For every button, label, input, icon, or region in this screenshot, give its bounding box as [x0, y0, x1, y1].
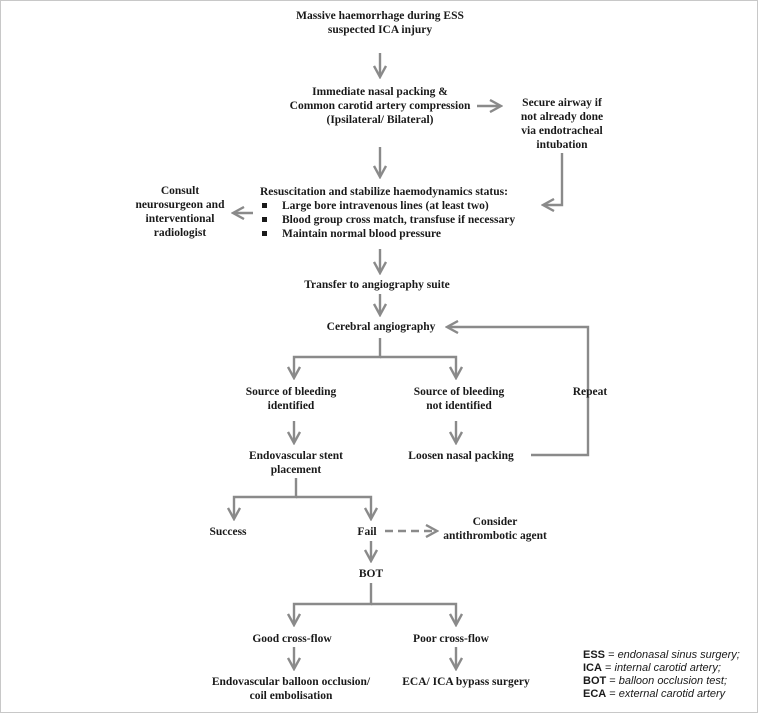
- legend-abbr: BOT: [583, 675, 607, 687]
- node-source-identified-line: identified: [267, 400, 315, 412]
- legend-def: internal carotid artery;: [614, 662, 721, 674]
- node-fail: Fail: [357, 526, 377, 538]
- legend-abbr: ESS: [583, 649, 606, 661]
- node-start-line: suspected ICA injury: [327, 24, 433, 36]
- legend-abbr: ECA: [583, 688, 607, 700]
- node-consult-line: neurosurgeon and: [135, 199, 225, 211]
- node-source-not-identified-line: not identified: [426, 400, 492, 412]
- node-airway-line: intubation: [536, 139, 588, 151]
- node-consult: Consult neurosurgeon and interventional …: [136, 184, 225, 240]
- node-consult-line: radiologist: [153, 227, 207, 239]
- legend-def: endonasal sinus surgery;: [617, 649, 740, 661]
- node-start: Massive haemorrhage during ESS suspected…: [296, 9, 464, 37]
- node-packing-line: (Ipsilateral/ Bilateral): [326, 114, 434, 126]
- node-resuscitation: Resuscitation and stabilize haemodynamic…: [260, 185, 515, 241]
- label-repeat: Repeat: [572, 386, 608, 398]
- resuscitation-item: Large bore intravenous lines (at least t…: [260, 199, 515, 213]
- resuscitation-item: Maintain normal blood pressure: [260, 227, 515, 241]
- node-bypass-surgery: ECA/ ICA bypass surgery: [402, 676, 530, 688]
- arrow-bot-to-poor: [371, 602, 456, 625]
- node-airway-line: via endotracheal: [521, 125, 603, 137]
- arrow-stent-to-success: [234, 478, 298, 519]
- node-resuscitation-title: Resuscitation and stabilize haemodynamic…: [260, 186, 508, 198]
- node-success: Success: [209, 526, 247, 538]
- resuscitation-list: Large bore intravenous lines (at least t…: [260, 199, 515, 241]
- resuscitation-item: Blood group cross match, transfuse if ne…: [260, 213, 515, 227]
- node-balloon-occlusion: Endovascular balloon occlusion/ coil emb…: [212, 675, 370, 703]
- node-stent-placement: Endovascular stent placement: [249, 449, 343, 477]
- node-packing-line: Common carotid artery compression: [289, 100, 471, 112]
- node-loosen-packing: Loosen nasal packing: [408, 450, 514, 462]
- legend-def: external carotid artery: [618, 688, 726, 700]
- node-source-not-identified: Source of bleeding not identified: [414, 385, 505, 413]
- arrow-angiography-to-not-identified: [380, 355, 456, 378]
- node-balloon-occlusion-line: Endovascular balloon occlusion/: [211, 676, 371, 688]
- node-balloon-occlusion-line: coil embolisation: [249, 690, 333, 702]
- node-packing: Immediate nasal packing & Common carotid…: [290, 85, 471, 127]
- node-airway-line: Secure airway if: [522, 97, 602, 109]
- node-antithrombotic-line: Consider: [472, 516, 518, 528]
- legend-def: balloon occlusion test;: [618, 675, 728, 687]
- node-antithrombotic-line: antithrombotic agent: [443, 530, 547, 542]
- arrow-stent-to-fail: [296, 495, 371, 519]
- node-packing-line: Immediate nasal packing &: [312, 86, 448, 98]
- node-antithrombotic: Consider antithrombotic agent: [443, 515, 547, 543]
- abbreviation-legend: ESS = endonasal sinus surgery; ICA = int…: [583, 649, 740, 701]
- arrow-repeat-loop: [447, 327, 590, 457]
- node-bot: BOT: [358, 568, 384, 580]
- node-source-identified: Source of bleeding identified: [246, 385, 337, 413]
- node-airway-line: not already done: [520, 111, 604, 123]
- node-start-line: Massive haemorrhage during ESS: [296, 10, 464, 22]
- arrow-airway-to-resus: [543, 153, 564, 205]
- node-consult-line: Consult: [160, 185, 200, 197]
- node-good-cross-flow: Good cross-flow: [252, 633, 332, 645]
- arrow-bot-to-good: [294, 583, 373, 625]
- legend-entry: ECA = external carotid artery: [583, 688, 726, 700]
- node-airway: Secure airway if not already done via en…: [521, 96, 603, 152]
- node-consult-line: interventional: [145, 213, 215, 225]
- node-source-not-identified-line: Source of bleeding: [413, 386, 505, 398]
- legend-entry: ICA = internal carotid artery;: [583, 662, 721, 674]
- node-stent-placement-line: placement: [270, 464, 322, 476]
- node-stent-placement-line: Endovascular stent: [248, 450, 344, 462]
- legend-entry: ESS = endonasal sinus surgery;: [583, 649, 740, 661]
- node-angiography: Cerebral angiography: [326, 321, 436, 333]
- node-source-identified-line: Source of bleeding: [245, 386, 337, 398]
- legend-abbr: ICA: [583, 662, 602, 674]
- node-transfer: Transfer to angiography suite: [304, 279, 450, 291]
- legend-entry: BOT = balloon occlusion test;: [583, 675, 728, 687]
- node-poor-cross-flow: Poor cross-flow: [413, 633, 489, 645]
- arrow-angiography-to-identified: [294, 338, 382, 378]
